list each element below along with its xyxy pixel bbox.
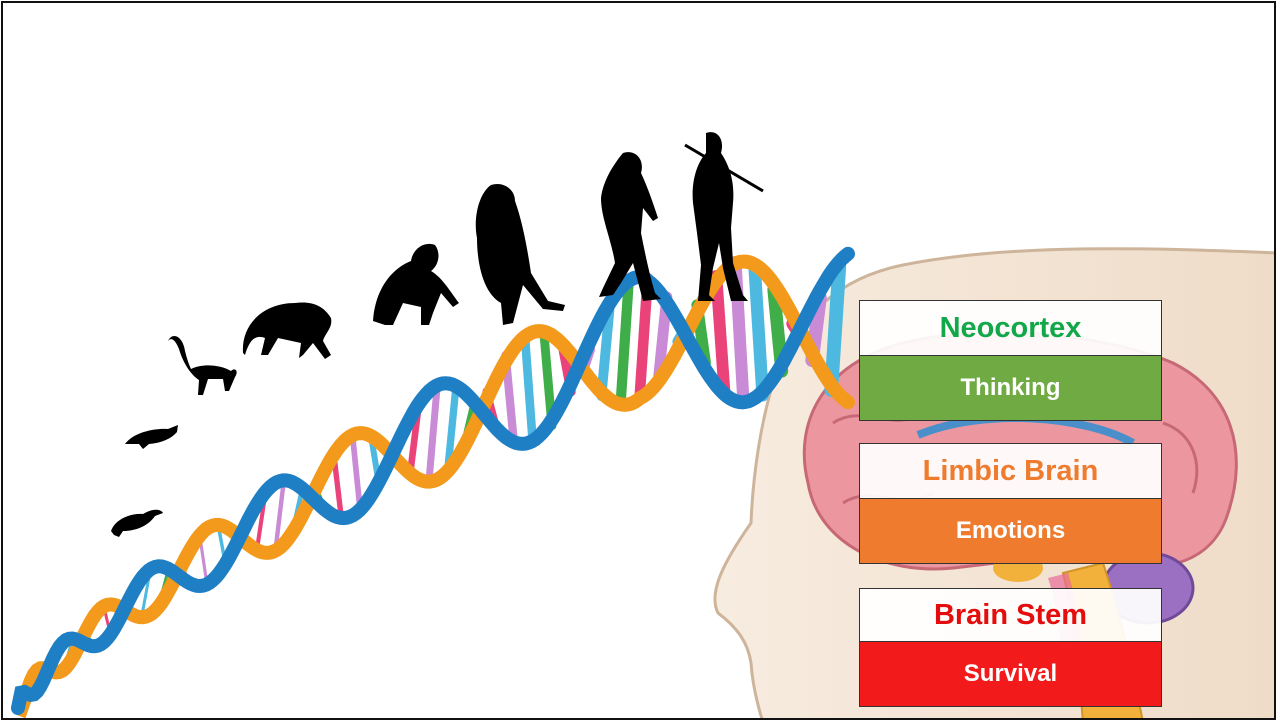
neocortex-function: Thinking bbox=[860, 355, 1161, 420]
limbic-brain-function: Emotions bbox=[860, 498, 1161, 563]
brain-stem-title: Brain Stem bbox=[860, 589, 1161, 641]
neocortex-box: Neocortex Thinking bbox=[859, 300, 1162, 421]
base-pair-rung bbox=[621, 284, 629, 405]
early-hominid-icon bbox=[476, 184, 565, 325]
brain-stem-function: Survival bbox=[860, 641, 1161, 706]
lizard-icon bbox=[111, 510, 163, 537]
neocortex-title: Neocortex bbox=[860, 301, 1161, 355]
limbic-brain-box: Limbic Brain Emotions bbox=[859, 443, 1162, 564]
limbic-brain-title: Limbic Brain bbox=[860, 444, 1161, 498]
base-pair-rung bbox=[716, 276, 724, 390]
base-pair-rung bbox=[831, 267, 839, 390]
base-pair-rung bbox=[525, 334, 533, 443]
monkey-icon bbox=[243, 303, 331, 359]
dna-helix-icon bbox=[18, 254, 848, 709]
shrew-icon bbox=[125, 425, 178, 449]
base-pair-rung bbox=[755, 267, 763, 395]
lemur-icon bbox=[168, 336, 237, 395]
brain-stem-box: Brain Stem Survival bbox=[859, 588, 1162, 707]
chimpanzee-icon bbox=[373, 244, 459, 325]
base-pair-rung bbox=[429, 388, 437, 481]
